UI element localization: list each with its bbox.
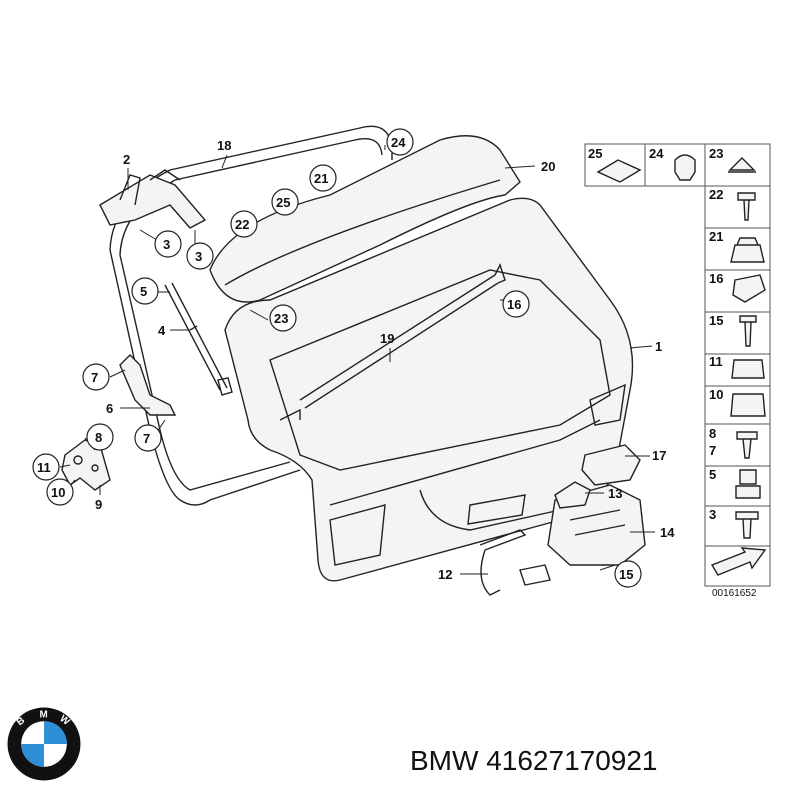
callout-3a: 3 [154, 230, 182, 258]
fastener-legend-top: 25 24 23 [584, 143, 771, 187]
svg-text:15: 15 [709, 313, 723, 328]
svg-text:16: 16 [507, 297, 521, 312]
svg-text:8: 8 [95, 430, 102, 445]
bracket [119, 354, 177, 416]
callout-11: 11 [32, 453, 60, 481]
svg-text:23: 23 [709, 146, 723, 161]
drawing-code: 00161652 [712, 588, 757, 599]
lock-cover [554, 481, 591, 509]
screw-icon [737, 192, 756, 221]
release-cable [479, 529, 527, 596]
svg-text:M: M [39, 709, 47, 720]
nut-icon-3 [730, 393, 766, 417]
trim-strip [299, 263, 506, 409]
svg-text:7: 7 [91, 370, 98, 385]
svg-text:16: 16 [709, 271, 723, 286]
callout-25: 25 [271, 188, 299, 216]
bolt-icon [739, 315, 757, 347]
callout-23: 23 [269, 304, 297, 332]
gas-strut [164, 282, 233, 396]
callout-17: 17 [652, 448, 666, 463]
svg-text:7: 7 [143, 431, 150, 446]
rosette-icon [728, 157, 756, 173]
plug-icon [674, 154, 696, 181]
callout-21: 21 [309, 164, 337, 192]
callout-6: 6 [106, 401, 113, 416]
svg-text:11: 11 [709, 354, 723, 369]
arrow-icon [710, 547, 767, 576]
clip-icon-2 [732, 274, 766, 303]
tailgate-seal [109, 125, 393, 506]
svg-text:25: 25 [276, 195, 290, 210]
callout-12: 12 [438, 567, 452, 582]
callout-5: 5 [131, 277, 159, 305]
leader-lines [59, 145, 655, 575]
svg-text:23: 23 [274, 311, 288, 326]
hinge [99, 174, 207, 229]
clip-icon [596, 159, 642, 183]
callout-24: 24 [386, 128, 414, 156]
part-number-caption: BMW 41627170921 [410, 745, 658, 776]
callout-3b: 3 [186, 242, 214, 270]
nut-icon [730, 237, 765, 263]
svg-text:22: 22 [709, 187, 723, 202]
callout-7a: 7 [82, 363, 110, 391]
svg-text:22: 22 [235, 217, 249, 232]
svg-text:11: 11 [37, 460, 51, 475]
nut-icon-2 [731, 359, 765, 379]
svg-text:10: 10 [51, 485, 65, 500]
callout-16: 16 [502, 290, 530, 318]
lock-switch [581, 444, 641, 486]
callout-7b: 7 [134, 424, 162, 452]
callout-20: 20 [541, 159, 555, 174]
callout-4: 4 [158, 323, 166, 338]
svg-text:21: 21 [709, 229, 723, 244]
screw-icon-3 [735, 511, 759, 539]
callout-9: 9 [95, 497, 102, 512]
callout-15: 15 [614, 560, 642, 588]
screw-icon-2 [736, 431, 758, 459]
callout-18: 18 [217, 138, 231, 153]
svg-text:21: 21 [314, 171, 328, 186]
callout-14: 14 [660, 525, 675, 540]
callout-22: 22 [230, 210, 258, 238]
callout-2: 2 [123, 152, 130, 167]
stud-icon [735, 469, 761, 499]
bmw-logo: B M W [7, 707, 81, 781]
callout-1: 1 [655, 339, 662, 354]
callout-19: 19 [380, 331, 394, 346]
svg-text:24: 24 [649, 146, 664, 161]
svg-text:15: 15 [619, 567, 633, 582]
svg-text:3: 3 [709, 507, 716, 522]
svg-text:3: 3 [195, 249, 202, 264]
svg-text:5: 5 [709, 467, 716, 482]
svg-text:25: 25 [588, 146, 602, 161]
callout-10: 10 [46, 478, 74, 506]
svg-text:3: 3 [163, 237, 170, 252]
callout-8: 8 [86, 423, 114, 451]
svg-text:5: 5 [140, 284, 147, 299]
callout-13: 13 [608, 486, 622, 501]
svg-text:10: 10 [709, 387, 723, 402]
svg-text:24: 24 [391, 135, 406, 150]
